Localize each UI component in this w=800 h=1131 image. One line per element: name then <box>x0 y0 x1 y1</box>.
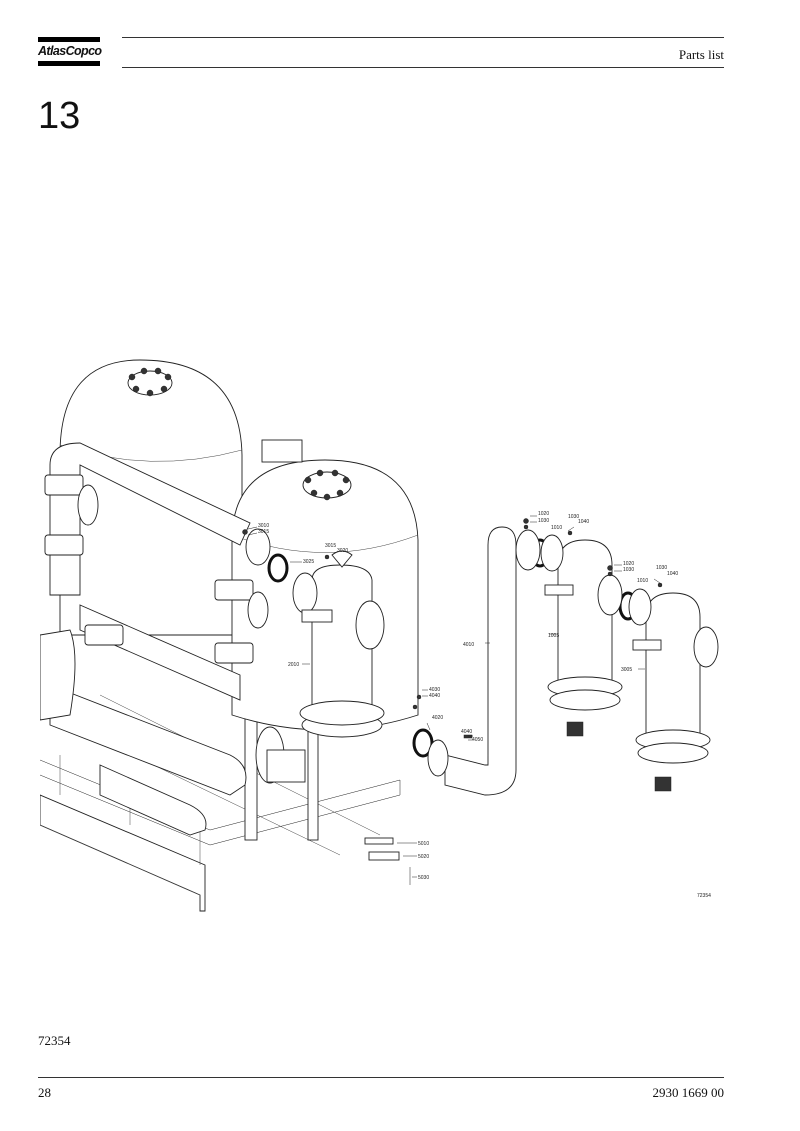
header-rule-bottom <box>122 67 724 68</box>
callout-4040: 4040 <box>429 693 440 699</box>
callout-4050: 4050 <box>472 737 483 743</box>
logo-bar-bottom <box>38 61 100 66</box>
callout-3015: 3015 <box>258 529 269 535</box>
callout-4040: 4040 <box>461 729 472 735</box>
left-pipework <box>40 442 306 836</box>
callout-2010: 2010 <box>288 662 299 668</box>
callout-1040: 1040 <box>578 519 589 525</box>
callout-3015: 3015 <box>325 543 336 549</box>
callout-1030: 1030 <box>623 567 634 573</box>
callout-1030: 1030 <box>538 518 549 524</box>
callout-1010: 1010 <box>637 578 648 584</box>
gasket-3025 <box>267 553 289 583</box>
callout-3010: 3010 <box>258 523 269 529</box>
callout-1030: 1030 <box>656 565 667 571</box>
callout-3005: 3005 <box>621 667 632 673</box>
filter-housing-1005 <box>540 534 623 737</box>
callout-1010: 1010 <box>551 525 562 531</box>
callout-4010: 4010 <box>463 642 474 648</box>
leader-lines <box>247 515 661 878</box>
callout-5010: 5010 <box>418 841 429 847</box>
callouts: 1020 1030 1030 1040 1010 1020 1030 1030 … <box>258 511 711 899</box>
logo-bar-top <box>38 37 100 42</box>
callout-5020: 5020 <box>418 854 429 860</box>
callout-5030: 5030 <box>418 875 429 881</box>
callout-1040: 1040 <box>667 571 678 577</box>
callout-4030: 4030 <box>429 687 440 693</box>
figure-reference: 72354 <box>38 1033 71 1048</box>
callout-1020: 1020 <box>623 561 634 567</box>
filter-housing-2010 <box>292 550 385 738</box>
logo-wordmark: AtlasCopco <box>38 44 102 58</box>
document-number: 2930 1669 00 <box>652 1085 725 1100</box>
callout-1020: 1020 <box>538 511 549 517</box>
drawing-code: 72354 <box>697 893 711 899</box>
header-rule-top <box>122 37 724 38</box>
pipe-4010 <box>427 526 541 796</box>
filter-housing-3005 <box>628 588 719 792</box>
atlas-copco-logo: AtlasCopco <box>38 37 102 67</box>
callout-1030: 1030 <box>568 514 579 520</box>
footer-rule <box>38 1077 724 1078</box>
callout-1005: 1005 <box>548 633 559 639</box>
callout-4020: 4020 <box>432 715 443 721</box>
section-number: 13 <box>38 95 81 137</box>
page-number: 28 <box>38 1085 51 1100</box>
header-title: Parts list <box>678 47 724 62</box>
callout-3025: 3025 <box>303 559 314 565</box>
exploded-view-drawing: 1020 1030 1030 1040 1010 1020 1030 1030 … <box>40 359 719 912</box>
callout-3020: 3020 <box>337 548 348 554</box>
loose-parts <box>242 518 663 885</box>
